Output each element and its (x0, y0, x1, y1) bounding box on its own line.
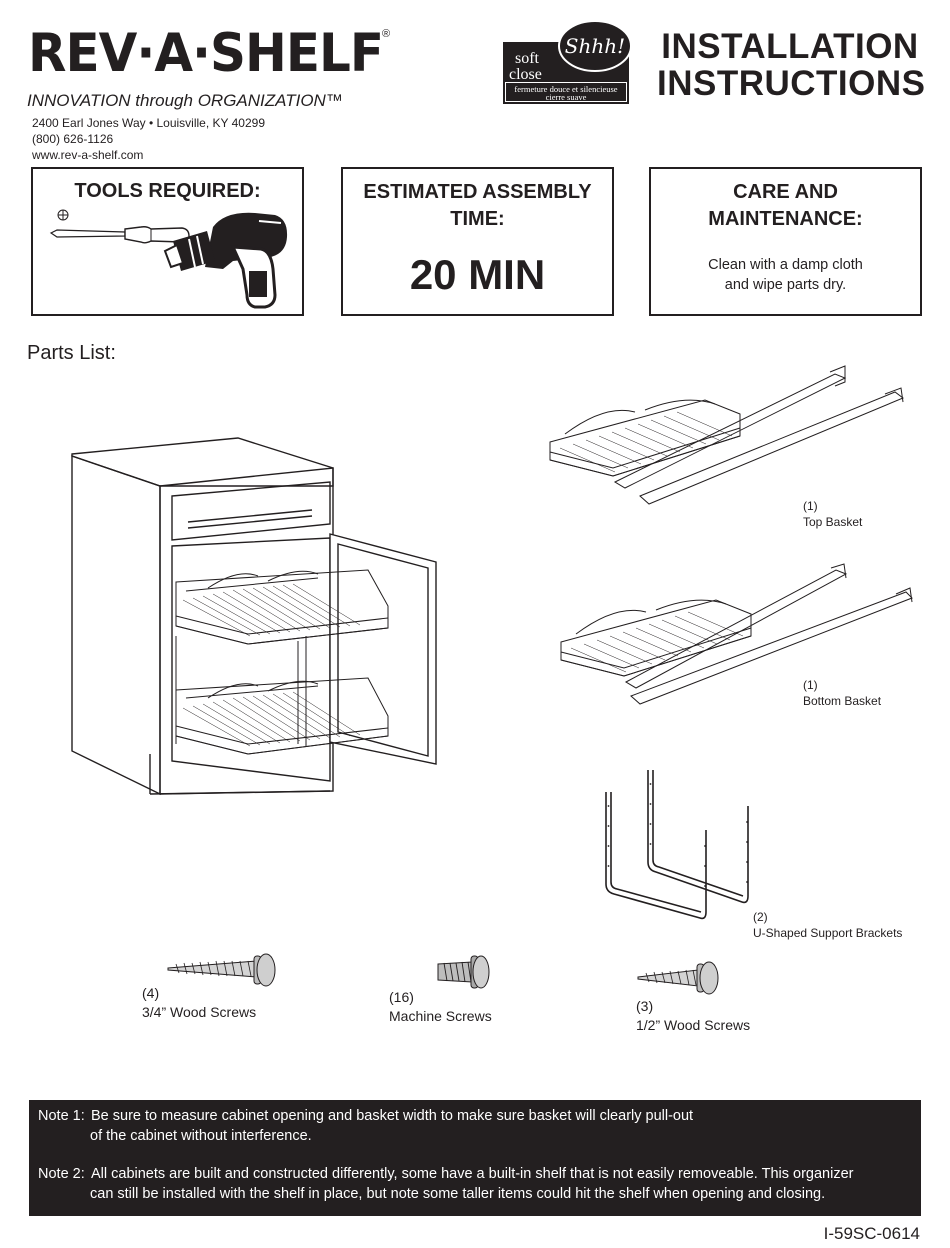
title-line-2: INSTRUCTIONS (657, 64, 926, 103)
badge-close: close (509, 66, 542, 83)
top-basket-illustration (549, 365, 904, 505)
part-qty-bottom-basket: (1) (803, 678, 818, 692)
machine-screw-icon (437, 955, 490, 989)
part-name-u-brackets: U-Shaped Support Brackets (753, 926, 903, 940)
note-2-line-2: can still be installed with the shelf in… (90, 1186, 826, 1202)
part-name-machine-screws: Machine Screws (389, 1008, 492, 1024)
notes-panel: Note 1: Be sure to measure cabinet openi… (29, 1100, 921, 1216)
note-1-line-2: of the cabinet without interference. (90, 1128, 312, 1144)
part-qty-machine-screws: (16) (389, 989, 414, 1005)
company-phone: (800) 626-1126 (32, 132, 114, 146)
part-qty-u-brackets: (2) (753, 910, 768, 924)
u-shaped-brackets-illustration (605, 770, 749, 920)
document-code: I-59SC-0614 (823, 1224, 920, 1243)
parts-list-heading: Parts List: (27, 342, 116, 364)
care-title-line-2: MAINTENANCE: (708, 208, 863, 230)
bottom-basket-illustration (560, 563, 913, 705)
brand-logo: REV·A·SHELF (28, 22, 384, 84)
brand-tagline: INNOVATION through ORGANIZATION™ (27, 91, 343, 110)
care-line-2: and wipe parts dry. (724, 277, 847, 293)
part-qty-wood-screws-3-4: (4) (142, 985, 160, 1001)
tools-required-box: TOOLS REQUIRED: (31, 167, 304, 316)
assembly-time-value: 20 MIN (409, 251, 546, 298)
wood-screw-3-4-icon (167, 953, 276, 987)
note-1-label: Note 1: (38, 1108, 85, 1124)
care-line-1: Clean with a damp cloth (708, 257, 863, 273)
part-name-bottom-basket: Bottom Basket (803, 694, 882, 708)
badge-french: fermeture douce et silencieuse (514, 84, 617, 94)
badge-shhh: Shhh! (565, 34, 625, 58)
title-line-1: INSTALLATION (661, 27, 919, 66)
badge-spanish: cierre suave (546, 92, 587, 102)
wood-screw-1-2-icon (637, 961, 719, 995)
care-instructions: Clean with a damp cloth and wipe parts d… (681, 255, 890, 295)
power-drill-icon (163, 212, 288, 309)
part-name-top-basket: Top Basket (803, 515, 863, 529)
company-address: 2400 Earl Jones Way • Louisville, KY 402… (32, 116, 266, 130)
tools-title: TOOLS REQUIRED: (74, 180, 261, 202)
phillips-screwdriver-icon (49, 209, 190, 244)
note-2-label: Note 2: (38, 1166, 85, 1182)
care-title-line-1: CARE AND (733, 181, 838, 203)
part-name-wood-screws-3-4: 3/4” Wood Screws (142, 1004, 257, 1020)
badge-soft: soft (515, 50, 540, 67)
assembly-time-box: ESTIMATED ASSEMBLY TIME: 20 MIN (341, 167, 614, 316)
care-maintenance-box: CARE AND MAINTENANCE: Clean with a damp … (649, 167, 922, 316)
document-title: INSTALLATION INSTRUCTIONS (657, 27, 926, 103)
time-title-line-2: TIME: (450, 208, 505, 230)
cabinet-with-baskets-illustration (71, 437, 437, 796)
company-website: www.rev-a-shelf.com (32, 148, 144, 162)
note-2-line-1: All cabinets are built and constructed d… (91, 1166, 854, 1182)
part-qty-wood-screws-1-2: (3) (636, 998, 654, 1014)
registered-mark: ® (382, 28, 391, 40)
part-qty-top-basket: (1) (803, 499, 818, 513)
soft-close-badge: Shhh! soft close fermeture douce et sile… (503, 20, 632, 104)
part-name-wood-screws-1-2: 1/2” Wood Screws (636, 1017, 751, 1033)
time-title-line-1: ESTIMATED ASSEMBLY (363, 181, 592, 203)
note-1-line-1: Be sure to measure cabinet opening and b… (91, 1108, 694, 1124)
